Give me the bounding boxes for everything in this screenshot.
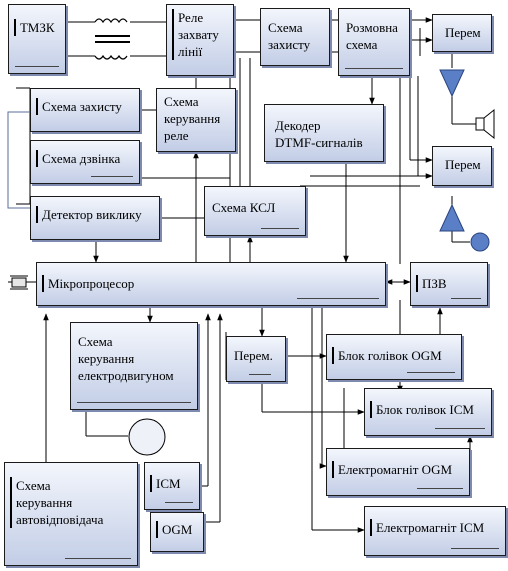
ksl-circuit-label: Схема КСЛ — [212, 200, 276, 215]
microprocessor-label: Мікропроцесор — [42, 275, 381, 292]
line-seize-relay-label: Реле захвату лінії — [172, 9, 229, 60]
ogm-electromagnet-label: Електромагніт OGM — [332, 461, 465, 478]
protection-circuit-top-label: Схема захисту — [268, 20, 311, 52]
protection-circuit-left-label: Схема захисту — [36, 98, 135, 115]
ogm-head-block: Блок голівок OGM — [326, 334, 462, 380]
amplifier-icon — [439, 203, 465, 232]
underline — [249, 374, 271, 375]
amplifier-icon — [439, 69, 465, 98]
switch-1-label: Перем — [445, 25, 481, 40]
speaker-icon — [475, 108, 495, 140]
relay-control-circuit-label: Схема керування реле — [164, 94, 221, 143]
switch-2-label: Перем — [445, 157, 481, 172]
switch-3-label: Перем. — [234, 348, 273, 363]
underline — [435, 428, 485, 429]
transformer-icon — [94, 18, 130, 60]
ogm-block: OGM — [150, 512, 204, 552]
underline — [261, 228, 299, 229]
underline — [65, 558, 131, 559]
underline — [77, 402, 191, 403]
ring-detector-block: Детектор виклику — [30, 196, 160, 240]
protection-circuit-left-block: Схема захисту — [30, 88, 140, 132]
dtmf-decoder-label: Декодер DTMF-сигналів — [275, 118, 363, 150]
switch-1-block: Перем — [432, 14, 492, 52]
switch-3-block: Перем. — [226, 336, 286, 382]
dtmf-decoder-block: Декодер DTMF-сигналів — [264, 104, 384, 162]
tmzk-label: ТМЗК — [14, 19, 61, 36]
underline — [451, 548, 499, 549]
underline — [451, 298, 481, 299]
answering-machine-control-block: Схема керування автовідповідача — [4, 462, 138, 566]
underline — [297, 298, 379, 299]
switch-2-block: Перем — [432, 146, 492, 186]
icm-label: ICM — [150, 475, 195, 492]
ogm-head-label: Блок голівок OGM — [332, 347, 457, 364]
ksl-circuit-block: Схема КСЛ — [204, 186, 306, 236]
line-seize-relay-block: Реле захвату лінії — [166, 4, 234, 76]
answering-machine-control-label: Схема керування автовідповідача — [10, 477, 133, 528]
motor-icon — [128, 418, 166, 456]
underline — [407, 372, 455, 373]
motor-control-circuit-label: Схема керування електродвигуном — [78, 334, 174, 383]
microprocessor-block: Мікропроцесор — [36, 262, 386, 306]
motor-control-circuit-block: Схема керування електродвигуном — [70, 322, 198, 410]
crystal-icon — [8, 275, 36, 290]
underline — [345, 68, 403, 69]
ogm-label: OGM — [156, 521, 199, 538]
ogm-electromagnet-block: Електромагніт OGM — [326, 448, 470, 496]
rom-block: ПЗВ — [410, 262, 488, 306]
microphone-icon — [470, 232, 490, 252]
underline — [15, 66, 59, 67]
ring-circuit-block: Схема дзвінка — [30, 140, 140, 184]
protection-circuit-top-block: Схема захисту — [260, 8, 330, 66]
ring-circuit-label: Схема дзвінка — [36, 150, 135, 167]
icm-electromagnet-block: Електромагніт ICM — [364, 506, 506, 556]
conversation-circuit-block: Розмовна схема — [338, 8, 410, 76]
conversation-circuit-label: Розмовна схема — [346, 20, 398, 52]
icm-head-label: Блок голівок ICM — [370, 401, 487, 418]
ring-detector-label: Детектор виклику — [36, 206, 155, 223]
underline — [417, 488, 463, 489]
icm-block: ICM — [144, 462, 200, 510]
underline — [91, 176, 133, 177]
relay-control-circuit-block: Схема керування реле — [156, 88, 236, 152]
icm-electromagnet-label: Електромагніт ICM — [370, 519, 501, 536]
underline — [165, 502, 193, 503]
icm-head-block: Блок голівок ICM — [364, 388, 492, 436]
tmzk-block: ТМЗК — [8, 4, 66, 74]
rom-label: ПЗВ — [416, 275, 483, 292]
